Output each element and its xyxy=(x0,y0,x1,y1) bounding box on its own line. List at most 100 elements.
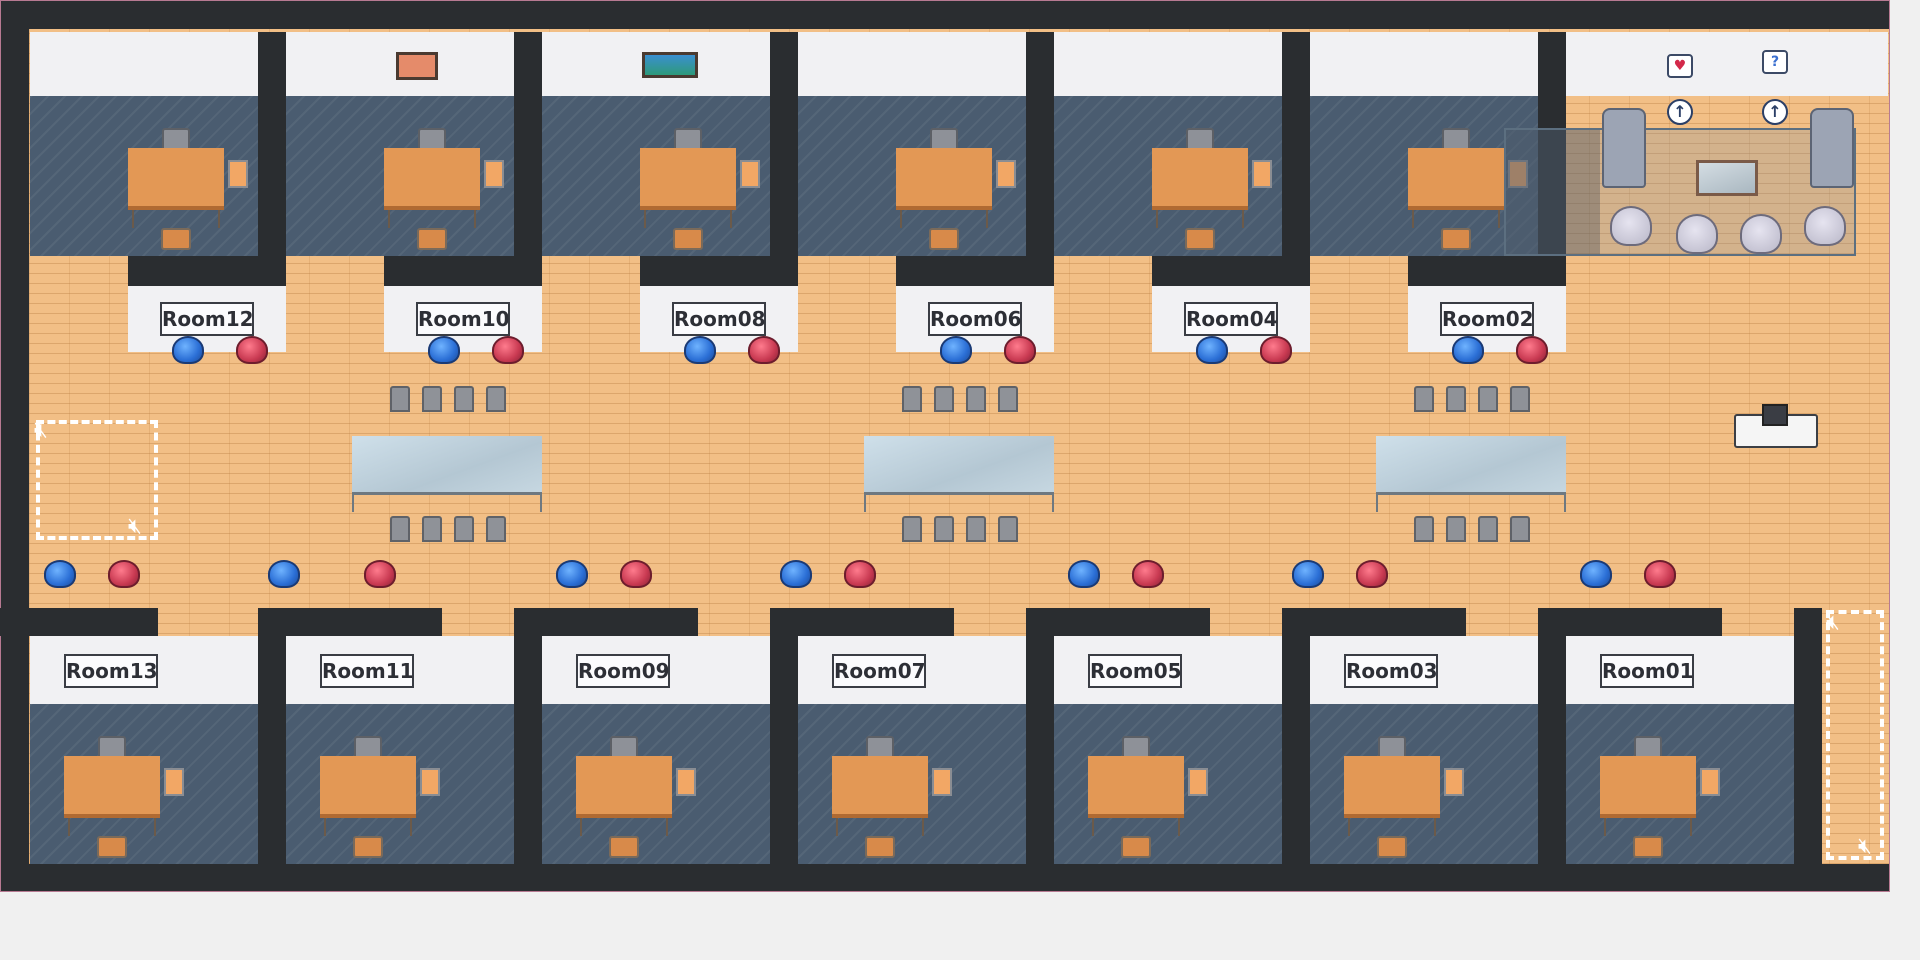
silent-zone-right[interactable] xyxy=(1826,610,1884,860)
room-label[interactable]: Room13 xyxy=(64,654,158,688)
beanbag-blue[interactable] xyxy=(780,560,812,588)
beanbag-blue[interactable] xyxy=(1292,560,1324,588)
desk xyxy=(832,756,928,836)
meeting-chair xyxy=(1414,386,1434,412)
up-arrow-icon[interactable]: ↑ xyxy=(1762,99,1788,125)
meeting-chair xyxy=(390,386,410,412)
meeting-chair xyxy=(934,386,954,412)
wall-segment xyxy=(128,256,286,286)
beanbag-blue[interactable] xyxy=(172,336,204,364)
lounge-area[interactable] xyxy=(1504,128,1856,256)
room-label[interactable]: Room07 xyxy=(832,654,926,688)
beanbag-blue[interactable] xyxy=(940,336,972,364)
wall-segment xyxy=(1308,608,1466,636)
visitor-chair xyxy=(1121,836,1151,858)
lounge-pouf xyxy=(1740,214,1782,254)
up-arrow-icon[interactable]: ↑ xyxy=(1667,99,1693,125)
office-room[interactable] xyxy=(286,636,514,864)
desk xyxy=(896,148,992,228)
room-label[interactable]: Room05 xyxy=(1088,654,1182,688)
room-label[interactable]: Room12 xyxy=(160,302,254,336)
visitor-chair xyxy=(1377,836,1407,858)
room-label[interactable]: Room09 xyxy=(576,654,670,688)
room-label[interactable]: Room03 xyxy=(1344,654,1438,688)
wall-segment xyxy=(796,608,954,636)
desk-chair xyxy=(1186,128,1214,150)
wall-painting-icon xyxy=(396,52,438,80)
room-label[interactable]: Room02 xyxy=(1440,302,1534,336)
beanbag-blue[interactable] xyxy=(1452,336,1484,364)
visitor-chair xyxy=(929,228,959,250)
wall-segment xyxy=(284,608,442,636)
desk xyxy=(1600,756,1696,836)
beanbag-red[interactable] xyxy=(108,560,140,588)
desk xyxy=(1152,148,1248,228)
beanbag-red[interactable] xyxy=(1004,336,1036,364)
beanbag-red[interactable] xyxy=(1644,560,1676,588)
meeting-chair xyxy=(422,386,442,412)
beanbag-red[interactable] xyxy=(1356,560,1388,588)
meeting-chair xyxy=(966,386,986,412)
side-chair xyxy=(420,768,440,796)
beanbag-red[interactable] xyxy=(1516,336,1548,364)
beanbag-red[interactable] xyxy=(1260,336,1292,364)
room-carpet xyxy=(286,704,514,864)
beanbag-red[interactable] xyxy=(844,560,876,588)
wall-segment xyxy=(514,32,542,286)
desk-chair xyxy=(162,128,190,150)
side-chair xyxy=(1700,768,1720,796)
meeting-chair xyxy=(454,516,474,542)
silent-zone-left[interactable] xyxy=(36,420,158,540)
kiosk-screen-icon xyxy=(1762,404,1788,426)
beanbag-red[interactable] xyxy=(748,336,780,364)
wall-segment xyxy=(1538,32,1566,256)
room-label[interactable]: Room01 xyxy=(1600,654,1694,688)
visitor-chair xyxy=(417,228,447,250)
wall-segment xyxy=(1408,256,1566,286)
beanbag-red[interactable] xyxy=(620,560,652,588)
wall-segment xyxy=(1282,32,1310,286)
beanbag-red[interactable] xyxy=(1132,560,1164,588)
meeting-table[interactable] xyxy=(1376,436,1566,512)
lounge-pouf xyxy=(1610,206,1652,246)
beanbag-blue[interactable] xyxy=(1580,560,1612,588)
room-wallpaper xyxy=(798,32,1026,96)
wall-segment xyxy=(258,32,286,286)
wall-segment xyxy=(28,608,158,636)
desk-chair xyxy=(610,736,638,758)
wall-segment xyxy=(1052,608,1210,636)
meeting-chair xyxy=(1414,516,1434,542)
room-label[interactable]: Room10 xyxy=(416,302,510,336)
beanbag-blue[interactable] xyxy=(684,336,716,364)
side-chair xyxy=(996,160,1016,188)
lounge-wallpaper xyxy=(1566,32,1888,96)
desk-chair xyxy=(674,128,702,150)
beanbag-blue[interactable] xyxy=(556,560,588,588)
beanbag-blue[interactable] xyxy=(1068,560,1100,588)
wall-segment xyxy=(540,608,698,636)
wall-segment xyxy=(640,256,798,286)
muted-speaker-icon: 🔇︎ xyxy=(34,418,48,443)
side-chair xyxy=(484,160,504,188)
visitor-chair xyxy=(1441,228,1471,250)
room-label[interactable]: Room08 xyxy=(672,302,766,336)
beanbag-red[interactable] xyxy=(236,336,268,364)
desk xyxy=(1408,148,1504,228)
beanbag-blue[interactable] xyxy=(428,336,460,364)
room-label[interactable]: Room04 xyxy=(1184,302,1278,336)
wall-segment xyxy=(1282,608,1310,864)
meeting-chair xyxy=(998,516,1018,542)
beanbag-red[interactable] xyxy=(492,336,524,364)
beanbag-blue[interactable] xyxy=(268,560,300,588)
beanbag-blue[interactable] xyxy=(1196,336,1228,364)
beanbag-red[interactable] xyxy=(364,560,396,588)
room-label[interactable]: Room06 xyxy=(928,302,1022,336)
meeting-table[interactable] xyxy=(352,436,542,512)
wall-segment xyxy=(0,608,30,636)
room-label[interactable]: Room11 xyxy=(320,654,414,688)
side-chair xyxy=(676,768,696,796)
meeting-table[interactable] xyxy=(864,436,1054,512)
beanbag-blue[interactable] xyxy=(44,560,76,588)
wall-segment xyxy=(1026,32,1054,286)
